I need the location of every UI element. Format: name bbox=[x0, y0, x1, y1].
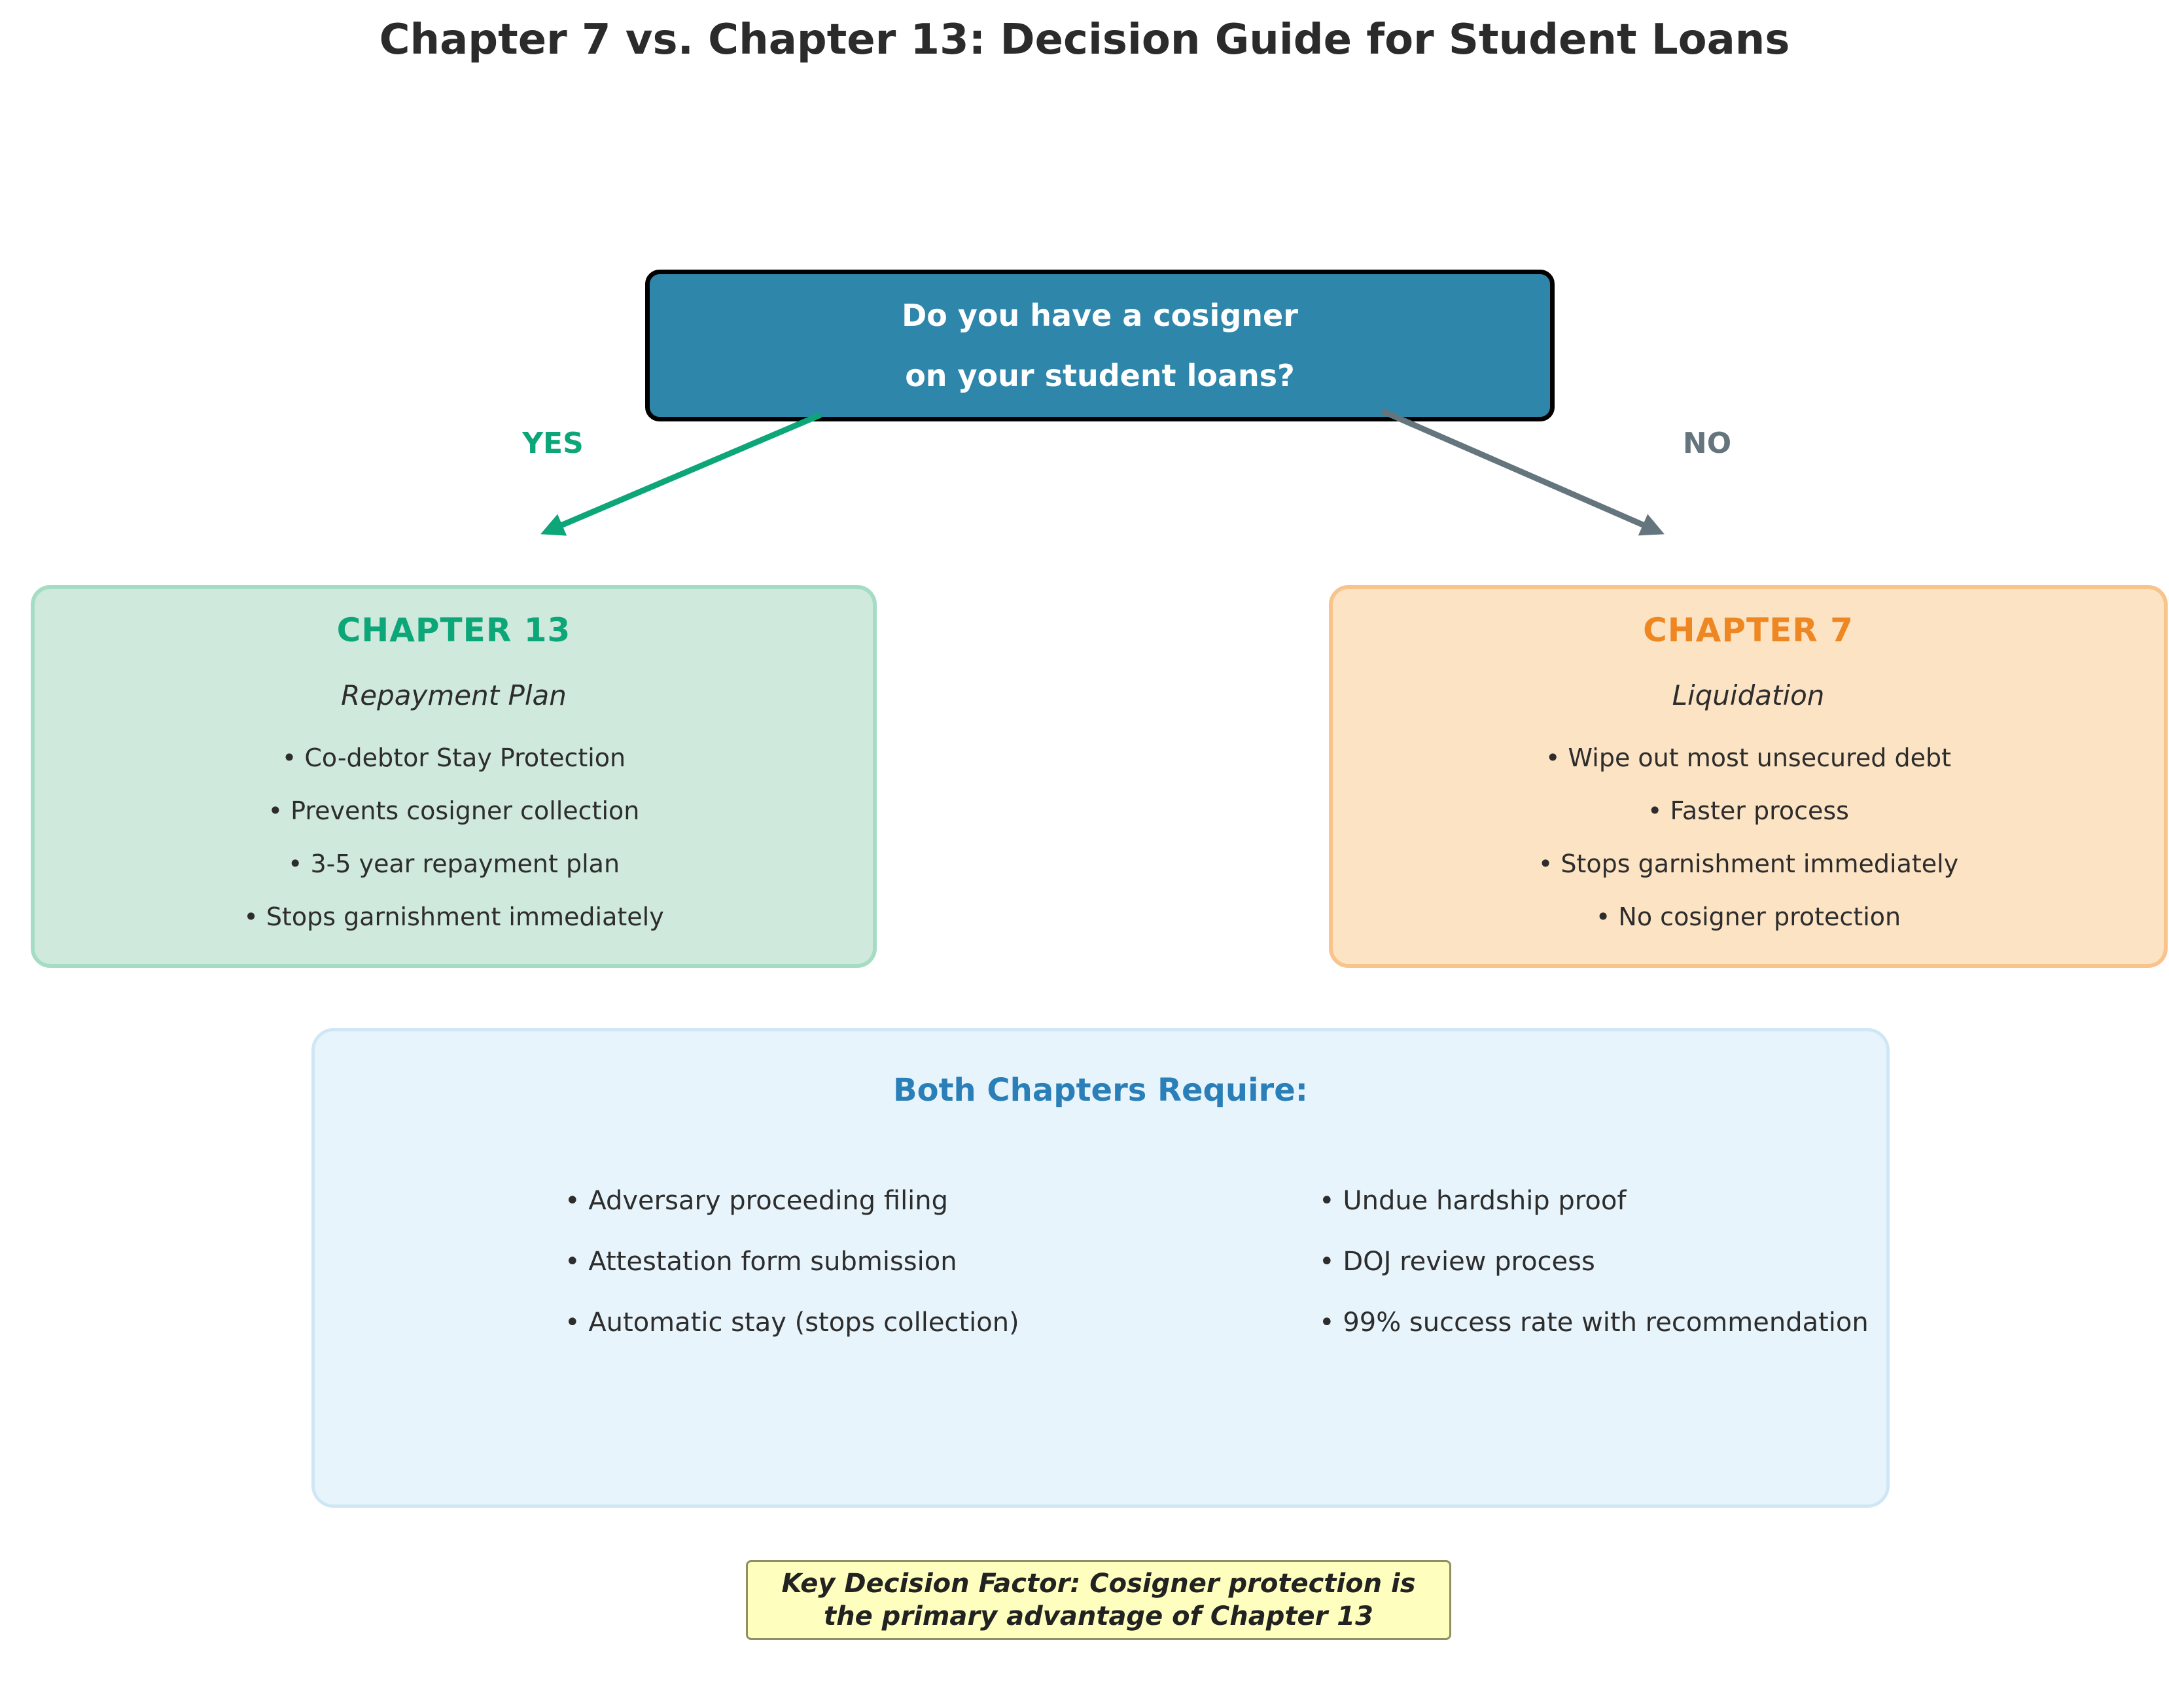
no-arrow bbox=[1381, 408, 1665, 536]
both-chapters-bullet: Undue hardship proof bbox=[1319, 1171, 1869, 1232]
chapter13-box: CHAPTER 13 Repayment Plan Co-debtor Stay… bbox=[31, 585, 877, 968]
chapter7-heading: CHAPTER 7 bbox=[1643, 611, 1854, 649]
chapter13-bullet: Co-debtor Stay Protection bbox=[35, 732, 873, 785]
chapter7-bullet: Faster process bbox=[1333, 785, 2164, 838]
both-chapters-right-column: Undue hardship proof DOJ review process … bbox=[1319, 1171, 1869, 1353]
chapter7-bullet: Stops garnishment immediately bbox=[1333, 838, 2164, 891]
yes-label: YES bbox=[522, 427, 584, 460]
chapter7-box: CHAPTER 7 Liquidation Wipe out most unse… bbox=[1329, 585, 2168, 968]
chapter7-bullet-list: Wipe out most unsecured debt Faster proc… bbox=[1333, 732, 2164, 944]
chapter13-bullet: 3-5 year repayment plan bbox=[35, 838, 873, 891]
both-chapters-box: Both Chapters Require: Adversary proceed… bbox=[311, 1028, 1890, 1508]
page-title: Chapter 7 vs. Chapter 13: Decision Guide… bbox=[379, 16, 1790, 64]
chapter13-bullet: Prevents cosigner collection bbox=[35, 785, 873, 838]
key-decision-note: Key Decision Factor: Cosigner protection… bbox=[746, 1560, 1451, 1640]
chapter13-bullet-list: Co-debtor Stay Protection Prevents cosig… bbox=[35, 732, 873, 944]
chapter7-bullet: No cosigner protection bbox=[1333, 891, 2164, 944]
chapter13-bullet: Stops garnishment immediately bbox=[35, 891, 873, 944]
chapter13-subtitle: Repayment Plan bbox=[341, 679, 567, 711]
both-chapters-heading: Both Chapters Require: bbox=[893, 1072, 1308, 1109]
chapter7-subtitle: Liquidation bbox=[1672, 679, 1825, 711]
decision-question-box: Do you have a cosigner on your student l… bbox=[645, 270, 1555, 421]
both-chapters-left-column: Adversary proceeding filing Attestation … bbox=[565, 1171, 1019, 1353]
both-chapters-bullet: DOJ review process bbox=[1319, 1232, 1869, 1292]
both-chapters-bullet: Automatic stay (stops collection) bbox=[565, 1292, 1019, 1353]
both-chapters-bullet: 99% success rate with recommendation bbox=[1319, 1292, 1868, 1353]
decision-question-line-2: on your student loans? bbox=[905, 358, 1295, 393]
chapter13-heading: CHAPTER 13 bbox=[336, 611, 571, 649]
no-label: NO bbox=[1682, 427, 1732, 460]
both-chapters-bullet: Attestation form submission bbox=[565, 1232, 1019, 1292]
both-chapters-bullet: Adversary proceeding filing bbox=[565, 1171, 1019, 1232]
decision-question-line-1: Do you have a cosigner bbox=[902, 298, 1298, 333]
chapter7-bullet: Wipe out most unsecured debt bbox=[1333, 732, 2164, 785]
